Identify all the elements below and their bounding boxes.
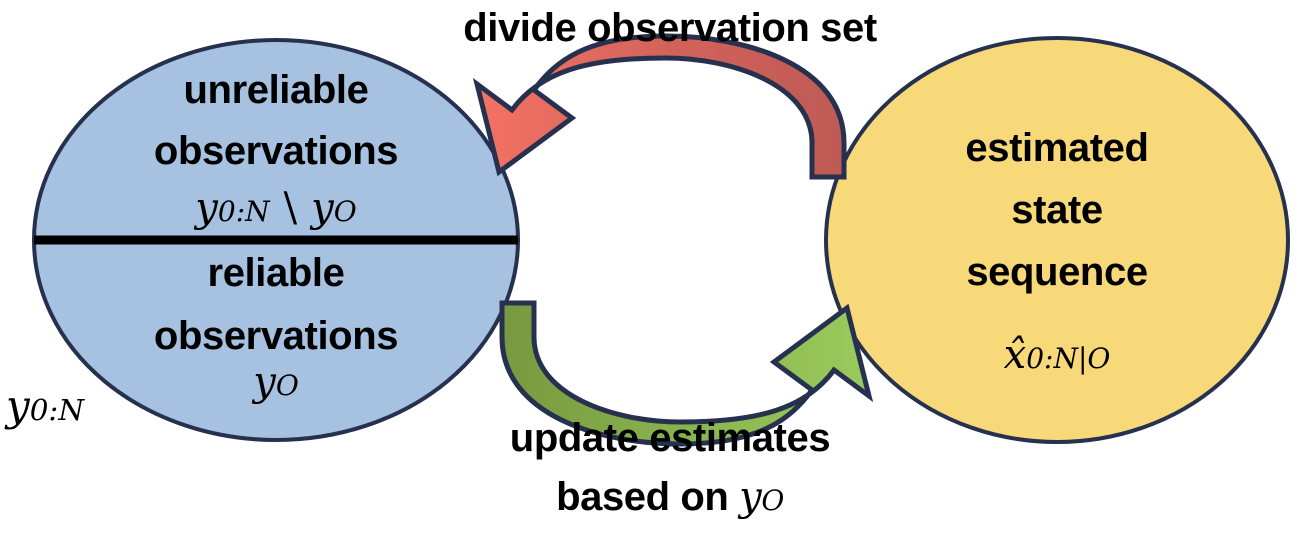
estimated-state-line1: estimated [965, 126, 1149, 170]
update-estimates-arrow[interactable] [499, 300, 874, 447]
estimated-state-line2: state [1011, 188, 1103, 232]
formula-y2-subscript: O [333, 195, 357, 228]
divide-observation-arrow[interactable] [472, 33, 847, 180]
formula-y-subscript: 0:N [217, 195, 270, 228]
full-observation-set-label: y0:N [6, 385, 196, 427]
estimated-state-formula: x̂0:N|O [826, 335, 1288, 375]
update-estimates-label-line2: based on yO [430, 477, 910, 517]
formula-setminus-symbol: \ [283, 185, 298, 231]
full-set-subscript: 0:N [29, 393, 85, 427]
unreliable-observations-line1: unreliable [183, 68, 369, 112]
unreliable-observations-line2: observations [153, 129, 399, 173]
update-estimates-label-line1: update estimates [509, 416, 831, 460]
reliable-formula-subscript: O [275, 369, 299, 402]
reliable-observations-formula: yO [34, 362, 518, 402]
unreliable-observations-formula: y0:N\yO [34, 188, 518, 228]
full-set-y-symbol: y [6, 381, 30, 430]
formula-y2-symbol: y [311, 185, 334, 231]
reliable-observations-line2: observations [153, 314, 399, 358]
reliable-observations-line1: reliable [207, 251, 345, 295]
update-label-y-subscript: O [761, 484, 784, 517]
estimated-state-ellipse[interactable] [824, 36, 1290, 444]
formula-y-symbol: y [195, 185, 218, 231]
reliable-formula-y-symbol: y [253, 359, 276, 405]
update-label-prefix: based on [556, 475, 740, 519]
estimate-x-hat-symbol: x̂ [1003, 332, 1027, 378]
divide-observation-set-label: divide observation set [463, 6, 877, 50]
estimate-x-subscript: 0:N|O [1026, 342, 1111, 375]
update-label-y-symbol: y [739, 474, 762, 520]
estimated-state-line3: sequence [966, 250, 1148, 294]
